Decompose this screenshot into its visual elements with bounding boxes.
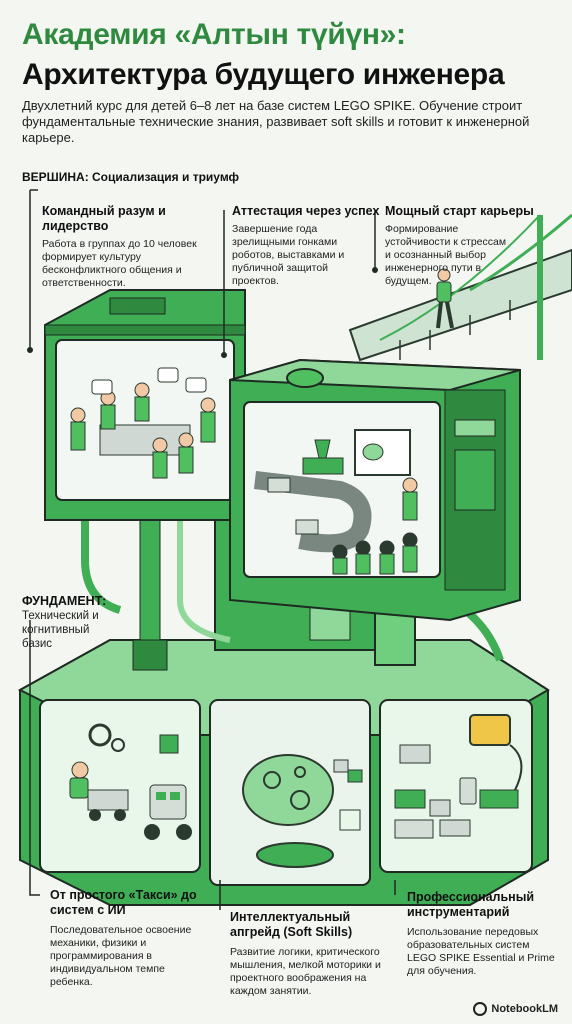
card-attestation: Аттестация через успех Завершение года з… xyxy=(232,204,382,288)
page-title-line2: Архитектура будущего инженера xyxy=(22,58,505,91)
card-career-text: Формирование устойчивости к стрессам и о… xyxy=(385,223,507,287)
card-taxi-title: От простого «Такси» до систем с ИИ xyxy=(50,888,197,917)
top-section-label: ВЕРШИНА: Социализация и триумф xyxy=(22,170,240,184)
brain-gear-scene xyxy=(242,754,363,868)
intro-paragraph: Двухлетний курс для детей 6–8 лет на баз… xyxy=(22,98,530,145)
page-title-line1: Академия «Алтын түйүн»: xyxy=(22,18,406,51)
foundation-label-bold: ФУНДАМЕНТ: xyxy=(22,594,107,608)
foundation-label: ФУНДАМЕНТ: Технический и когнитивный баз… xyxy=(22,594,122,651)
card-taxi: От простого «Такси» до систем с ИИ После… xyxy=(50,888,200,989)
card-team-text: Работа в группах до 10 человек формирует… xyxy=(42,238,197,289)
card-softskills-text: Развитие логики, критического мышления, … xyxy=(230,946,381,997)
card-attestation-text: Завершение года зрелищными гонками робот… xyxy=(232,223,345,287)
notebooklm-icon xyxy=(473,1002,488,1016)
person-on-bridge xyxy=(436,268,454,329)
card-team-title: Командный разум и лидерство xyxy=(42,204,166,233)
card-tools: Профессиональный инструментарий Использо… xyxy=(407,890,557,978)
robot-lab-scene xyxy=(69,723,192,840)
bridge xyxy=(348,213,572,362)
lego-components-scene xyxy=(394,714,523,839)
card-career: Мощный старт карьеры Формирование устойч… xyxy=(385,204,535,288)
notebooklm-brand: NotebookLM xyxy=(491,1003,558,1015)
attestation-module xyxy=(229,358,521,622)
card-team: Командный разум и лидерство Работа в гру… xyxy=(42,204,212,290)
card-tools-text: Использование передовых образовательных … xyxy=(407,926,555,977)
card-tools-title: Профессиональный инструментарий xyxy=(407,890,535,919)
notebooklm-watermark: NotebookLM xyxy=(473,1002,558,1016)
card-softskills: Интеллектуальный апгрейд (Soft Skills) Р… xyxy=(230,910,390,998)
card-taxi-text: Последовательное освоение механики, физи… xyxy=(50,924,192,988)
foundation-label-text: Технический и когнитивный базис xyxy=(22,610,99,650)
card-softskills-title: Интеллектуальный апгрейд (Soft Skills) xyxy=(230,910,353,939)
connector-lines xyxy=(29,189,396,910)
card-attestation-title: Аттестация через успех xyxy=(232,204,380,218)
card-career-title: Мощный старт карьеры xyxy=(385,204,534,218)
team-module xyxy=(44,289,246,521)
